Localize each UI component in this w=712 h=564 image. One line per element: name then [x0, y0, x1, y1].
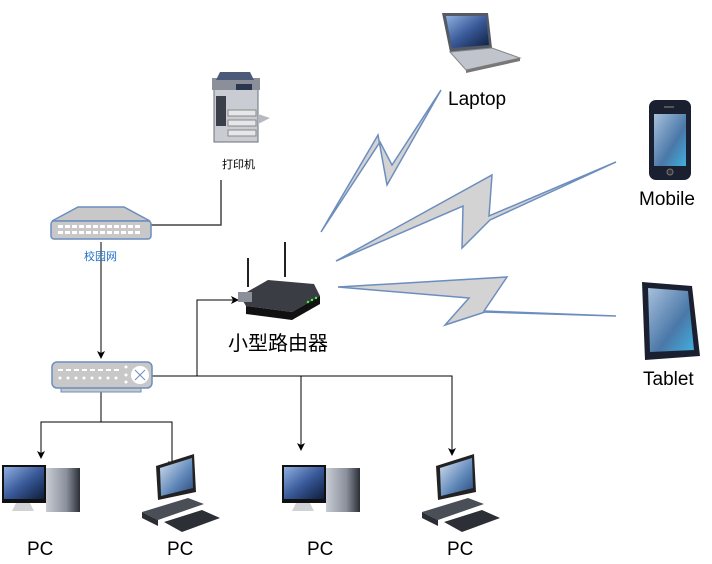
link-lanswitch-pc1 — [37, 392, 102, 459]
pc-1-icon[interactable] — [2, 465, 80, 512]
smartphone-icon[interactable] — [649, 100, 691, 180]
tablet-label: Tablet — [643, 369, 694, 390]
pc-3-icon[interactable] — [282, 465, 360, 512]
campus-switch-label: 校园网 — [84, 251, 117, 263]
link-printer-campus — [150, 180, 222, 226]
switch-arrows-icon — [134, 369, 146, 381]
link-lanswitch-router — [152, 296, 239, 377]
pc-4-icon[interactable] — [422, 454, 500, 532]
pc-1-label: PC — [27, 539, 54, 560]
pc-4-label: PC — [447, 539, 474, 560]
wireless-bolt-laptop — [320, 89, 442, 233]
link-lanswitch-pc3 — [197, 375, 305, 451]
wireless-bolt-mobile — [335, 161, 617, 262]
wired-links — [37, 180, 456, 469]
tablet-icon[interactable] — [642, 282, 700, 360]
printer-icon[interactable] — [212, 72, 270, 143]
pc-2-label: PC — [167, 539, 194, 560]
printer-label: 打印机 — [222, 159, 255, 171]
campus-switch-icon[interactable] — [50, 206, 152, 240]
mobile-label: Mobile — [639, 189, 695, 210]
lan-switch-icon[interactable] — [51, 361, 153, 393]
router-label: 小型路由器 — [228, 333, 328, 355]
laptop-label: Laptop — [448, 89, 507, 110]
pc-2-icon[interactable] — [142, 454, 220, 532]
laptop-icon[interactable] — [442, 13, 522, 73]
wireless-router-icon[interactable] — [238, 242, 320, 320]
wireless-links — [320, 89, 617, 327]
link-lanswitch-pc4 — [301, 375, 456, 456]
wireless-bolt-tablet — [337, 276, 617, 327]
link-lanswitch-pc2 — [101, 421, 176, 469]
pc-3-label: PC — [307, 539, 334, 560]
switch-ports — [58, 225, 140, 234]
